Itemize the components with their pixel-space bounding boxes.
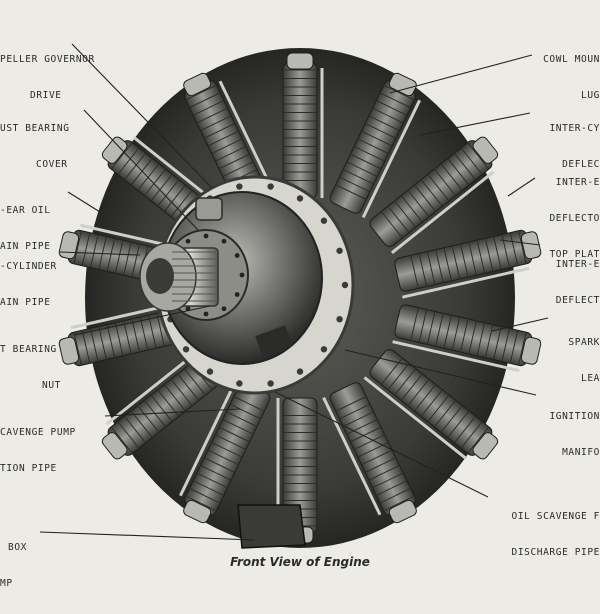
callout-inter-deflector-top-plate: INTER-E DEFLECTO TOP PLAT (549, 177, 600, 260)
cylinder (363, 348, 499, 460)
cylinder (179, 377, 271, 524)
figure-caption: Front View of Engine (230, 555, 370, 569)
ring-bolt (236, 183, 243, 190)
cylinder (394, 229, 542, 299)
callout-cowl-mounting-lug: COWL MOUN LUG (543, 54, 600, 101)
callout-scavenge-pump-suction-pipe: CAVENGE PUMP TION PIPE (0, 427, 76, 474)
cylinder (369, 136, 499, 255)
ring-bolt (336, 316, 343, 323)
ring-bolt (267, 183, 274, 190)
cylinder (322, 382, 417, 524)
ring-bolt (182, 346, 190, 353)
propeller-shaft-bore (146, 258, 174, 294)
callout-inter-deflector: INTER-E DEFLECT (555, 259, 600, 306)
ring-bolt (320, 217, 328, 224)
ring-bolt (320, 346, 328, 353)
cover-bolt (203, 233, 209, 239)
oil-sump (237, 504, 306, 549)
callout-oil-scavenge-discharge-pipe: OIL SCAVENGE F DISCHARGE PIPE (511, 511, 600, 558)
ring-bolt (206, 368, 214, 375)
cover-bolt (221, 306, 227, 312)
cover-bolt (234, 253, 240, 258)
shaft-splines (172, 251, 216, 302)
callout-propeller-governor-drive: PELLER GOVERNOR DRIVE (0, 54, 95, 101)
cylinder (282, 52, 324, 199)
callout-thrust-bearing-nut: T BEARING NUT (0, 344, 61, 391)
cover-bolt (239, 272, 245, 278)
cylinder (329, 72, 421, 219)
callout-inter-cylinder-drain-pipe: -CYLINDER AIN PIPE (0, 261, 57, 308)
cover-bolt (221, 238, 227, 244)
engine-diagram: PELLER GOVERNOR DRIVE UST BEARING COVER … (0, 43, 600, 589)
cylinder (101, 341, 231, 460)
callout-ignition-manifold: IGNITION MANIFO (549, 411, 600, 458)
leader-lines (39, 43, 549, 541)
callout-inter-cylinder-deflector: INTER-CY DEFLEC (549, 123, 600, 170)
cylinder (392, 304, 542, 373)
cover-bolt (185, 238, 191, 244)
ring-bolt (341, 281, 349, 289)
engine-illustration (39, 43, 549, 549)
ring-bolt (267, 380, 274, 387)
ring-bolt (296, 368, 304, 375)
propeller-governor-drive (195, 197, 223, 221)
ring-bolt (336, 247, 343, 254)
ring-bolt (236, 380, 243, 387)
callout-spark-lead: SPARK LEA (568, 337, 600, 384)
ring-bolt (296, 195, 304, 202)
callout-thrust-bearing-cover: UST BEARING COVER (0, 123, 70, 170)
data-plate (255, 325, 293, 357)
cover-bolt (234, 292, 240, 297)
callout-box-pump: BOX MP (0, 542, 27, 589)
cover-bolt (203, 311, 209, 317)
callout-rear-oil-drain-pipe: -EAR OIL AIN PIPE (0, 205, 51, 252)
